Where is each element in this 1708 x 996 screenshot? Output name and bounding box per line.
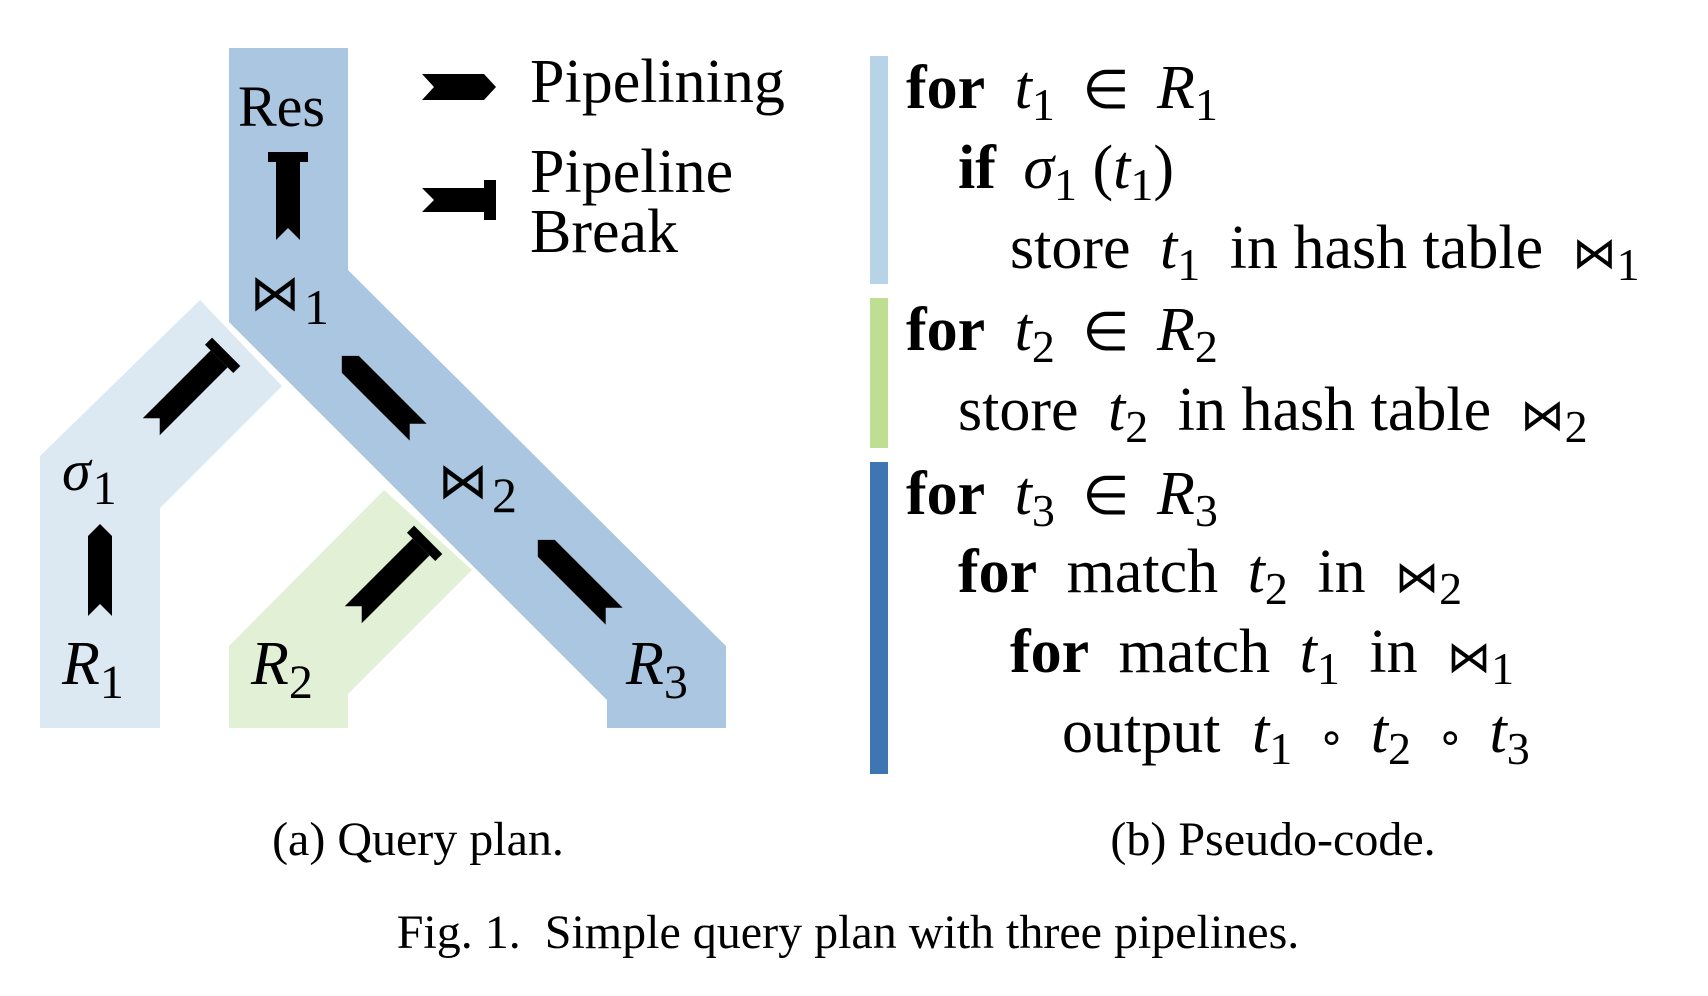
figure-caption: Fig. 1. Simple query plan with three pip… — [397, 906, 1300, 959]
caption-a: (a) Query plan. — [272, 813, 564, 866]
node-res: Res — [238, 74, 325, 139]
edge-r1-to-sigma1-pipe — [88, 524, 112, 616]
query-plan: Pipelining Pipeline Break Res ⋈1 ⋈2 σ1 R… — [40, 48, 785, 728]
pipeline-3-band — [229, 48, 726, 728]
edge-r2-to-join2-break — [344, 525, 443, 624]
pipeline-1-bar — [870, 56, 888, 284]
pipeline-3-bar — [870, 462, 888, 774]
legend-pipeline-break-label-1: Pipeline — [530, 138, 733, 206]
pipeline-2-bar — [870, 298, 888, 448]
caption-b: (b) Pseudo-code. — [1110, 813, 1435, 866]
pseudo-code: for t1 ∈ R1 if σ1 (t1) store t1 in hash … — [870, 54, 1640, 778]
node-sigma1: σ1 — [62, 438, 117, 515]
node-r1: R1 — [61, 630, 124, 709]
legend-pipeline-break-icon — [422, 180, 496, 220]
edge-join1-to-res-break — [268, 152, 308, 240]
edge-r3-to-join2-pipe — [537, 539, 623, 625]
code-line-5: store t2 in hash table ⋈2 — [958, 376, 1588, 456]
code-line-7: for match t2 in ⋈2 — [958, 538, 1462, 618]
pipeline-1-band — [40, 300, 282, 728]
edge-join2-to-join1-pipe — [341, 355, 427, 441]
code-line-2: if σ1 (t1) — [958, 134, 1174, 214]
node-r3: R3 — [625, 630, 688, 709]
node-r2: R2 — [250, 630, 313, 709]
code-line-6: for t3 ∈ R3 — [906, 460, 1218, 540]
legend-pipelining-icon — [422, 74, 496, 100]
legend-pipeline-break-label-2: Break — [530, 198, 678, 266]
edge-sigma1-to-join1-break — [142, 337, 241, 436]
code-line-1: for t1 ∈ R1 — [906, 54, 1218, 134]
node-join2: ⋈2 — [438, 452, 517, 523]
node-join1: ⋈1 — [250, 264, 329, 335]
code-line-3: store t1 in hash table ⋈1 — [1010, 214, 1640, 294]
code-line-9: output t1 ∘ t2 ∘ t3 — [1062, 698, 1530, 778]
legend-pipelining-label: Pipelining — [530, 48, 785, 116]
code-line-4: for t2 ∈ R2 — [906, 296, 1218, 376]
code-line-8: for match t1 in ⋈1 — [1010, 618, 1514, 698]
